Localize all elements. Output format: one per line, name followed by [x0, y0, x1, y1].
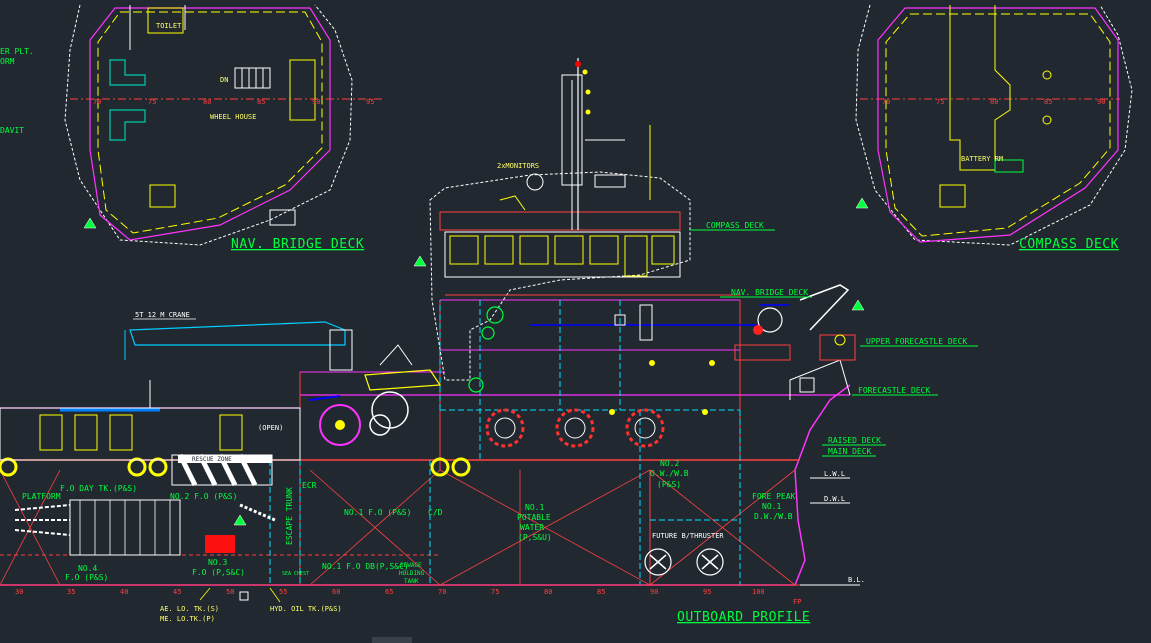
- bl-label: B.L.: [848, 576, 865, 584]
- svg-text:FP: FP: [793, 598, 801, 606]
- fo-day-tk-label: F.O DAY TK.(P&S): [60, 484, 137, 493]
- svg-text:45: 45: [173, 588, 181, 596]
- potable-water-line4: (P,S&U): [518, 533, 552, 542]
- svg-text:95: 95: [703, 588, 711, 596]
- outboard-profile-title: OUTBOARD PROFILE: [677, 610, 810, 625]
- toilet-label: TOILET: [156, 22, 182, 30]
- compass-deck-title: COMPASS DECK: [1019, 237, 1119, 252]
- upper-forecastle-deck-label: UPPER FORECASTLE DECK: [866, 337, 967, 346]
- monitors-label: 2xMONITORS: [497, 162, 539, 170]
- svg-text:55: 55: [279, 588, 287, 596]
- battery-rm-label: BATTERY RM: [961, 155, 1003, 163]
- svg-text:80: 80: [544, 588, 552, 596]
- svg-text:70: 70: [438, 588, 446, 596]
- svg-text:80: 80: [990, 98, 998, 106]
- potable-water-line1: NO.1: [525, 503, 544, 512]
- no2-owwb-line2: O.W./W.B: [650, 469, 689, 478]
- davit-label: DAVIT: [0, 126, 24, 135]
- svg-text:90: 90: [312, 98, 320, 106]
- fore-peak-line3: D.W./W.B: [754, 512, 793, 521]
- fore-peak-line2: NO.1: [762, 502, 781, 511]
- no4-fo-line1: NO.4: [78, 564, 97, 573]
- sewage-line1: SEWAGE: [400, 562, 422, 569]
- no2-owwb-line3: (P&S): [657, 480, 681, 489]
- cd-label: C/D: [428, 508, 443, 517]
- fore-peak-line1: FORE PEAK: [752, 492, 796, 501]
- frame-ruler: 30 35 40 45 50 55 60 65 70 75 80 85 90 9…: [0, 584, 801, 606]
- sewage-line2: HOLDING: [399, 570, 425, 577]
- svg-text:90: 90: [650, 588, 658, 596]
- dwl-label: D.W.L: [824, 495, 845, 503]
- future-thruster-label: FUTURE B/THRUSTER: [652, 532, 724, 540]
- svg-text:65: 65: [385, 588, 393, 596]
- svg-text:75: 75: [148, 98, 156, 106]
- svg-text:70: 70: [93, 98, 101, 106]
- me-lo-tk-label: ME. LO.TK.(P): [160, 615, 215, 623]
- potable-water-line2: POTABLE: [517, 513, 551, 522]
- compass-deck-plan: [855, 4, 1133, 246]
- svg-text:95: 95: [366, 98, 374, 106]
- forecastle-deck-label: FORECASTLE DECK: [858, 386, 930, 395]
- superstructure: [429, 58, 815, 415]
- no1-fo-db-label: NO.1 F.O DB(P,S&C): [322, 562, 409, 571]
- hyd-oil-tk-label: HYD. OIL TK.(P&S): [270, 605, 342, 613]
- nav-bridge-deck-label: NAV. BRIDGE DECK: [731, 288, 808, 297]
- fenders: [0, 408, 665, 477]
- main-deck-label: MAIN DECK: [828, 447, 872, 456]
- sewage-line3: TANK: [404, 578, 419, 585]
- svg-text:60: 60: [332, 588, 340, 596]
- hull-profile: [0, 255, 865, 586]
- wheel-house-label: WHEEL HOUSE: [210, 113, 256, 121]
- svg-text:85: 85: [1044, 98, 1052, 106]
- svg-text:80: 80: [203, 98, 211, 106]
- ae-lo-tk-label: AE. LO. TK.(S): [160, 605, 219, 613]
- compass-deck-label: COMPASS DECK: [706, 221, 764, 230]
- nav-plan-ticks: 70 75 80 85 90 95: [93, 98, 374, 106]
- open-label: (OPEN): [258, 424, 283, 432]
- crane-label: 5T 12 M CRANE: [135, 311, 190, 319]
- svg-text:75: 75: [491, 588, 499, 596]
- dn-label: DN: [220, 76, 228, 84]
- svg-text:100: 100: [752, 588, 765, 596]
- nav-bridge-deck-plan: [64, 4, 385, 246]
- rescue-zone-label: RESCUE ZONE: [192, 456, 232, 463]
- no3-fo-line1: NO.3: [208, 558, 227, 567]
- no4-fo-line2: F.O (P&S): [65, 573, 108, 582]
- svg-text:50: 50: [226, 588, 234, 596]
- escape-trunk-label: ESCAPE TRUNK: [285, 487, 294, 545]
- svg-text:85: 85: [257, 98, 265, 106]
- compass-plan-ticks: 70 75 80 85 90: [882, 98, 1105, 106]
- lwl-label: L.W.L: [824, 470, 845, 478]
- platform-label: PLATFORM: [22, 492, 61, 501]
- aft-deck-equipment: [0, 321, 724, 601]
- power-plt-label: ER PLT.: [0, 47, 34, 56]
- potable-water-line3: WATER: [520, 523, 544, 532]
- raised-deck-label: RAISED DECK: [828, 436, 881, 445]
- no2-fo-label: NO.2 F.O (P&S): [170, 492, 237, 501]
- form-label: ORM: [0, 57, 15, 66]
- svg-text:40: 40: [120, 588, 128, 596]
- svg-text:35: 35: [67, 588, 75, 596]
- no1-fo-label: NO.1 F.O (P&S): [344, 508, 411, 517]
- nav-bridge-deck-title: NAV. BRIDGE DECK: [231, 237, 364, 252]
- sea-chest-label: SEA CHEST: [282, 571, 309, 577]
- scroll-grip[interactable]: [372, 637, 412, 643]
- no3-fo-line2: F.O (P,S&C): [192, 568, 245, 577]
- svg-text:90: 90: [1097, 98, 1105, 106]
- svg-text:85: 85: [597, 588, 605, 596]
- ecr-label: ECR: [302, 481, 317, 490]
- svg-text:75: 75: [936, 98, 944, 106]
- no2-owwb-line1: NO.2: [660, 459, 679, 468]
- svg-text:30: 30: [15, 588, 23, 596]
- svg-text:70: 70: [882, 98, 890, 106]
